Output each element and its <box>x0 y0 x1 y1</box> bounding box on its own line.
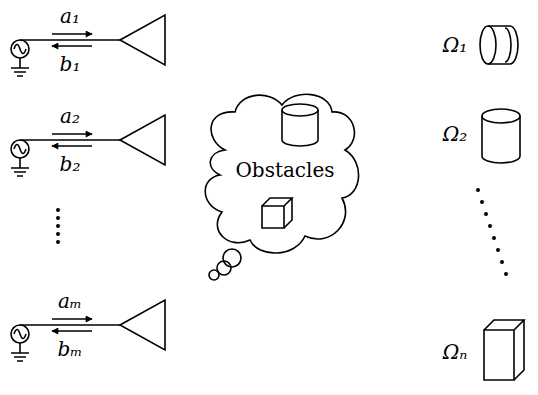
obstacle-cloud <box>205 94 358 253</box>
cylinder-object <box>480 26 518 64</box>
cylinder-obstacle <box>282 104 318 146</box>
object-label: Ω₁ <box>443 35 468 55</box>
ellipsis-dots <box>56 208 60 244</box>
antenna-port <box>11 300 165 361</box>
cube-obstacle <box>262 198 292 228</box>
thought-bubble <box>209 270 219 280</box>
wave-label: aₘ <box>58 291 82 311</box>
antenna-port <box>11 15 165 76</box>
region-label: Obstacles <box>235 160 334 180</box>
ellipsis-dots <box>476 188 508 276</box>
wave-label: b₁ <box>60 54 81 74</box>
antenna-port <box>11 115 165 176</box>
wave-label: b₂ <box>60 154 81 174</box>
cylinder-object <box>482 109 520 163</box>
wave-label: a₁ <box>60 6 80 26</box>
wave-label: a₂ <box>60 106 80 126</box>
cloud-region: Obstacles <box>235 160 334 180</box>
object-label: Ω₂ <box>443 124 468 144</box>
wave-label: bₘ <box>57 339 82 359</box>
object-label: Ωₙ <box>443 342 468 362</box>
box-object <box>484 320 524 380</box>
thought-bubble <box>223 249 241 267</box>
